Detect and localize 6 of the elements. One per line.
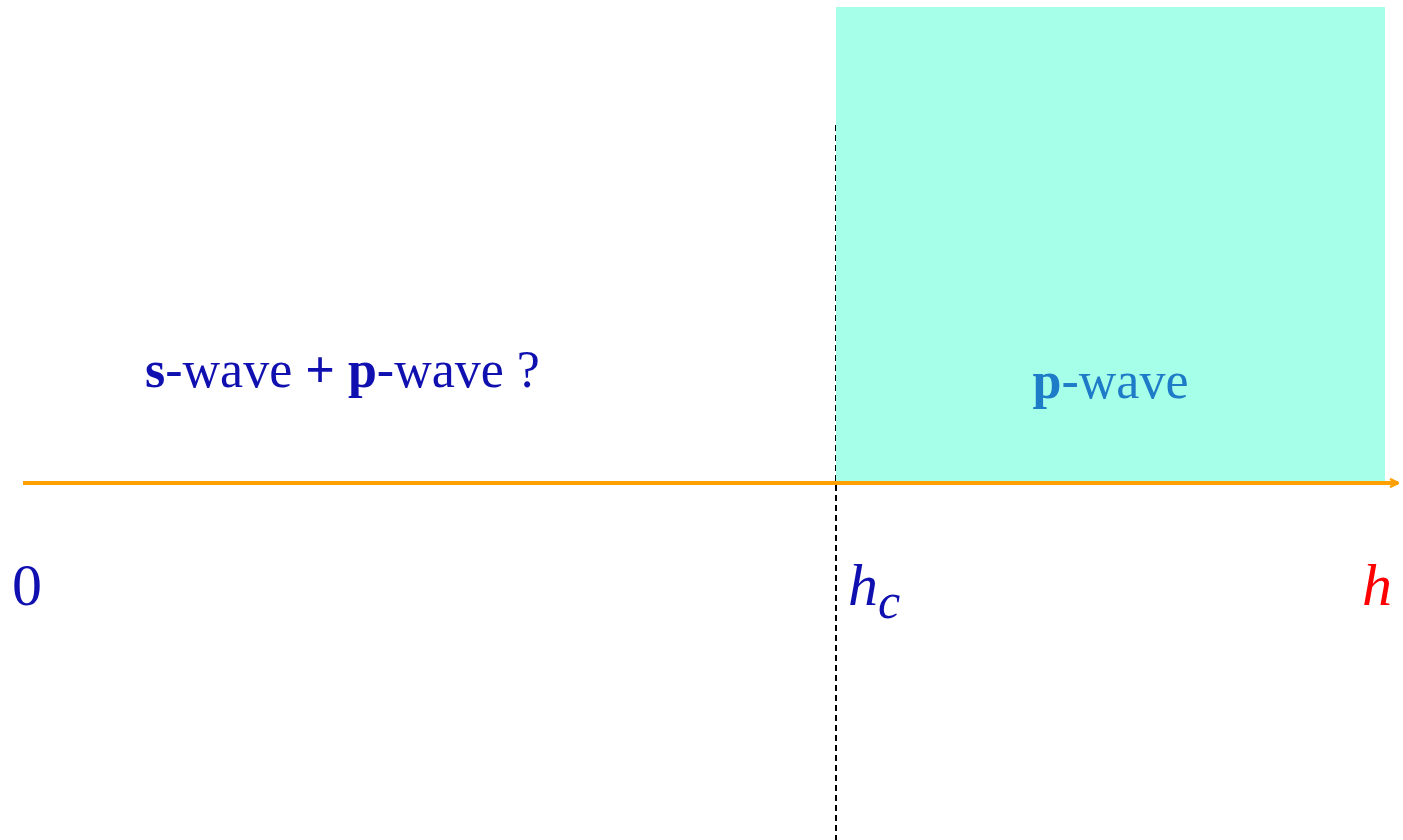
tick-label: 0	[12, 555, 42, 615]
axis-label: h	[1362, 555, 1392, 615]
tick-label: h$_{c}$	[848, 555, 901, 626]
region-label: s-wave + p-wave ?	[145, 344, 540, 396]
phase-region	[836, 7, 1385, 483]
region-label: p-wave	[1031, 355, 1190, 407]
